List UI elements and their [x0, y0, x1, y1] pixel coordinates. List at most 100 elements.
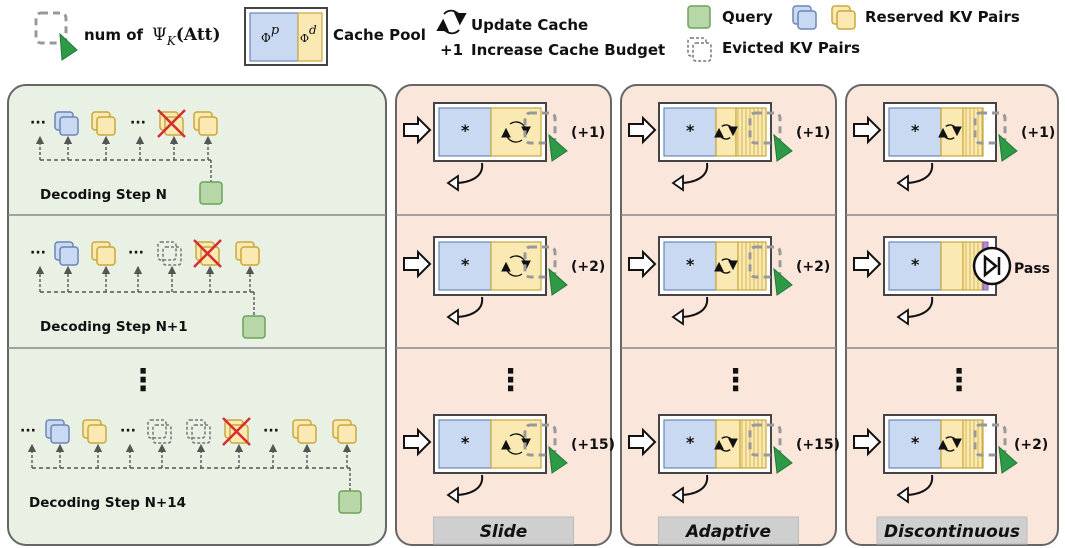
vertical-ellipsis: ⋮: [944, 363, 974, 398]
increase-budget-label: Increase Cache Budget: [471, 41, 665, 59]
update-cache-icon: [436, 9, 467, 35]
frozen-snowflake-icon: *: [461, 255, 470, 274]
agent-icon: [973, 423, 1018, 474]
ellipsis-dots: ···: [120, 423, 136, 439]
ellipsis-dots: ···: [30, 245, 46, 261]
agent-icon: [748, 111, 793, 162]
cache-pool-label: Cache Pool: [333, 26, 426, 44]
budget-increment-label: (+15): [571, 437, 615, 453]
evicted-kv-icon: [687, 37, 712, 62]
evict-cross-mark: [222, 417, 251, 446]
update-cache-icon: [714, 258, 738, 274]
strategy-name: Discontinuous: [884, 522, 1020, 542]
agent-formula: ΨK(Att): [152, 25, 221, 48]
decoding-sequences: ··· ··· Decoding Step N ··· ··· Decoding Step…: [20, 109, 362, 514]
agent-icon: [523, 423, 568, 474]
input-arrow-icon: [853, 427, 882, 457]
ellipsis-dots: ···: [263, 423, 279, 439]
reserved-kv-block: [45, 419, 70, 444]
budget-increment-label: (+2): [571, 259, 605, 275]
query-icon: [687, 5, 711, 29]
agent-icon: [748, 245, 793, 296]
reserved-kv-block: [292, 419, 317, 444]
phi-d-label: Φd: [300, 23, 317, 45]
output-arrow-icon: [446, 296, 484, 326]
evict-cross-mark: [157, 109, 186, 138]
frozen-snowflake-icon: *: [686, 255, 695, 274]
output-arrow-icon: [896, 474, 934, 504]
reserved-kv-icon: [792, 5, 856, 30]
frozen-snowflake-icon: *: [461, 121, 470, 140]
strategy-panels: *(+1)*(+2)*(+15)⋮Slide*(+1)*(+2)*(+15)⋮A…: [395, 84, 1059, 546]
output-arrow-icon: [896, 162, 934, 192]
strategy-name-badge: [876, 516, 1028, 545]
frozen-snowflake-icon: *: [911, 255, 920, 274]
decoding-step-label: Decoding Step N+1: [40, 319, 188, 335]
cache-pool: *: [883, 102, 997, 162]
strategy-panel: *(+1)*Pass*(+2)⋮Discontinuous: [845, 84, 1059, 546]
output-arrow-icon: [446, 474, 484, 504]
query-block: [242, 315, 266, 339]
cache-pool-legend-icon: [244, 7, 328, 66]
evicted-kv-block: [157, 241, 182, 266]
reserved-label: Reserved KV Pairs: [865, 8, 1020, 26]
budget-increment-label: (+15): [796, 437, 840, 453]
agent-label: num of: [84, 26, 144, 44]
query-block: [338, 490, 362, 514]
strategy-panel: *(+1)*(+2)*(+15)⋮Adaptive: [620, 84, 840, 546]
agent-icon: [523, 111, 568, 162]
budget-increment-label: (+1): [796, 125, 830, 141]
decoding-panel: [7, 84, 387, 546]
vertical-ellipsis: ⋮: [721, 363, 751, 398]
evict-cross-mark: [193, 239, 222, 268]
query-block: [199, 181, 223, 205]
update-cache-label: Update Cache: [471, 16, 588, 34]
reserved-kv-block: [82, 419, 107, 444]
pass-icon: [972, 246, 1012, 286]
reserved-kv-block: [332, 419, 357, 444]
reserved-kv-block: [235, 241, 260, 266]
output-arrow-icon: [446, 162, 484, 192]
decoding-row: ······Decoding Step N+1: [30, 239, 266, 339]
strategy-panel: *(+1)*(+2)*(+15)⋮Slide: [395, 84, 615, 546]
evicted-kv-block: [186, 419, 211, 444]
reserved-kv-block: [193, 111, 218, 136]
agent-icon: [34, 11, 78, 61]
update-cache-icon: [714, 124, 738, 140]
input-arrow-icon: [403, 115, 432, 145]
query-label: Query: [722, 8, 773, 26]
vertical-ellipsis: ⋮: [128, 363, 158, 398]
evicted-label: Evicted KV Pairs: [722, 39, 860, 57]
budget-increment-label: (+2): [1014, 437, 1048, 453]
reserved-kv-block: [91, 111, 116, 136]
evicted-kv-block: [147, 419, 172, 444]
update-cache-icon: [938, 436, 962, 452]
strategy-name-badge: [658, 516, 799, 545]
strategy-name: Slide: [480, 522, 528, 542]
input-arrow-icon: [403, 249, 432, 279]
phi-p-label: Φp: [261, 23, 280, 45]
strategy-name: Adaptive: [684, 522, 771, 542]
reserved-kv-block: [54, 111, 79, 136]
ellipsis-dots: ···: [130, 115, 146, 131]
frozen-snowflake-icon: *: [911, 121, 920, 140]
agent-icon: [523, 245, 568, 296]
agent-icon: [973, 111, 1018, 162]
agent-icon: [748, 423, 793, 474]
legend: num of ΨK(Att) Φp Φd Cache Pool Update C…: [34, 5, 1020, 66]
cache-pool: *: [883, 236, 997, 296]
decoding-row: ······Decoding Step N: [30, 109, 223, 205]
decoding-row: ·········Decoding Step N+14: [20, 417, 362, 514]
update-cache-icon: [714, 436, 738, 452]
output-arrow-icon: [896, 296, 934, 326]
decoding-step-label: Decoding Step N: [40, 187, 167, 203]
budget-increment-label: (+2): [796, 259, 830, 275]
strategy-name-badge: [433, 516, 574, 545]
input-arrow-icon: [628, 427, 657, 457]
vertical-ellipsis: ⋮: [496, 363, 526, 398]
reserved-kv-block: [54, 241, 79, 266]
decoding-step-label: Decoding Step N+14: [29, 495, 186, 511]
output-arrow-icon: [671, 162, 709, 192]
